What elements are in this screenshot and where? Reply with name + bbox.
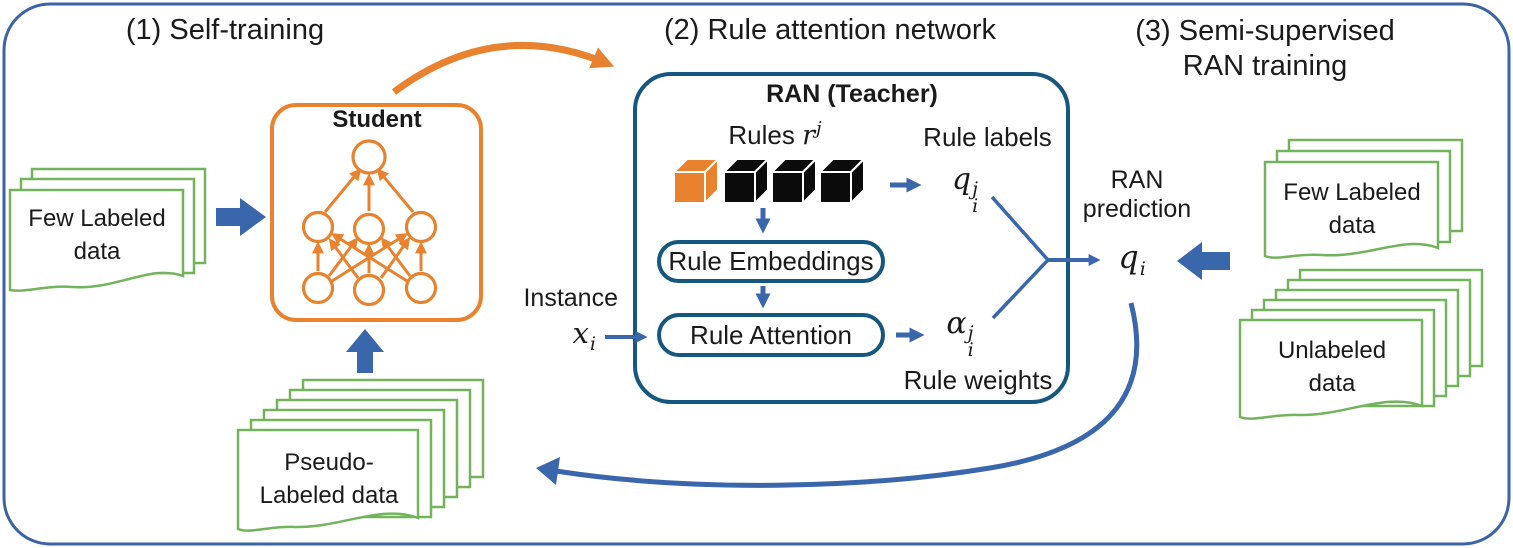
- few-labeled-left-label: Few Labeled data: [28, 205, 166, 265]
- student-network: [301, 139, 438, 307]
- section-3-title-line1: (3) Semi-supervised: [1135, 15, 1395, 47]
- few-labeled-data-stack-right: [1263, 138, 1464, 259]
- q-i-math: qi: [1118, 238, 1146, 280]
- rule-embeddings-label: Rule Embeddings: [668, 246, 874, 276]
- section-1-title: (1) Self-training: [125, 14, 325, 46]
- pseudo-labeled-data-stack: [236, 378, 485, 532]
- rule-cube-black: [771, 158, 817, 204]
- x-i-math: xi: [572, 316, 596, 355]
- left-arrow: [1177, 242, 1230, 280]
- rule-embeddings-box: Rule Embeddings: [657, 240, 885, 283]
- rule-attention-label: Rule Attention: [690, 319, 852, 350]
- few-labeled-data-stack-left: [8, 167, 207, 292]
- ran-internal-arrows: [605, 177, 925, 343]
- rule-weights-caption: Rule weights: [903, 365, 1053, 395]
- rule-cubes: [673, 158, 865, 204]
- up-arrow: [346, 329, 384, 373]
- rule-attention-box: Rule Attention: [657, 313, 885, 357]
- section-2-title: (2) Rule attention network: [663, 14, 997, 46]
- few-labeled-right-label: Few Labeled data: [1283, 179, 1421, 239]
- ran-teacher-box: [633, 72, 1070, 404]
- rule-cube-black: [723, 158, 769, 204]
- rule-labels-caption: Rule labels: [923, 122, 1052, 152]
- ran-feedback-curved-arrow: [536, 302, 1140, 488]
- right-arrow: [216, 198, 266, 236]
- unlabeled-label: Unlabeled data: [1277, 337, 1387, 397]
- rule-cube-black: [819, 158, 865, 204]
- self-training-curved-arrow: [391, 41, 615, 95]
- instance-caption: Instance: [523, 284, 618, 312]
- student-box: [270, 103, 483, 322]
- student-title: Student: [332, 106, 422, 133]
- section-3-title-line2: RAN training: [1182, 50, 1348, 82]
- rules-label: Rules rj: [728, 118, 822, 151]
- pseudo-labeled-label: Pseudo- Labeled data: [259, 449, 399, 509]
- rules-math: rj: [802, 118, 822, 151]
- unlabeled-data-stack: [1238, 268, 1484, 420]
- ran-prediction-caption: RAN prediction: [1082, 166, 1192, 223]
- merge-junction: [990, 195, 1101, 320]
- section-3-title: (3) Semi-supervised RAN training: [1115, 14, 1415, 84]
- rule-cube-orange: [673, 158, 719, 204]
- ran-teacher-title: RAN (Teacher): [766, 80, 938, 108]
- network-nodes: [301, 139, 438, 307]
